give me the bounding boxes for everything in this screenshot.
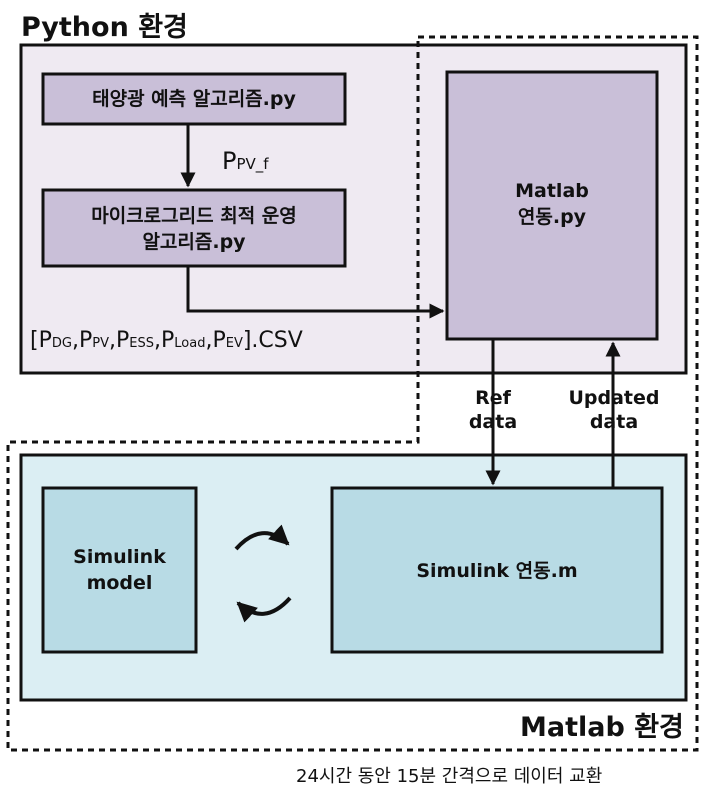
simulink-link-m-box <box>330 486 664 654</box>
simulink-model-box <box>41 486 198 654</box>
matlab-env-title: Matlab 환경 <box>520 712 684 743</box>
ppv-forecast-label: PPV_f <box>222 147 269 175</box>
microgrid-optimization-label: 마이크로그리드 최적 운영 알고리즘.py <box>91 205 297 253</box>
simulink-link-m-label: Simulink 연동.m <box>416 560 578 582</box>
dashed-boundary <box>6 35 699 752</box>
solar-prediction-box <box>41 72 347 126</box>
cycle-arrow-top <box>234 524 290 551</box>
footer-note: 24시간 동안 15분 간격으로 데이터 교환 <box>296 766 603 787</box>
ref-data-label: Ref data <box>468 387 518 433</box>
simulink-model-label: Simulink model <box>73 546 166 594</box>
solar-prediction-label: 태양광 예측 알고리즘.py <box>92 88 296 110</box>
microgrid-optimization-box <box>41 188 347 268</box>
updated-data-label: Updated data <box>568 387 660 433</box>
python-env-title: Python 환경 <box>21 12 188 43</box>
matlab-link-py-label: Matlab 연동.py <box>515 180 589 228</box>
cycle-arrow-bottom <box>236 596 292 623</box>
arrow-microgrid-to-matlab-link <box>186 266 445 319</box>
csv-data-label: [PDG,PPV,PESS,PLoad,PEV].CSV <box>30 328 303 353</box>
matlab-link-py-box <box>445 70 659 341</box>
